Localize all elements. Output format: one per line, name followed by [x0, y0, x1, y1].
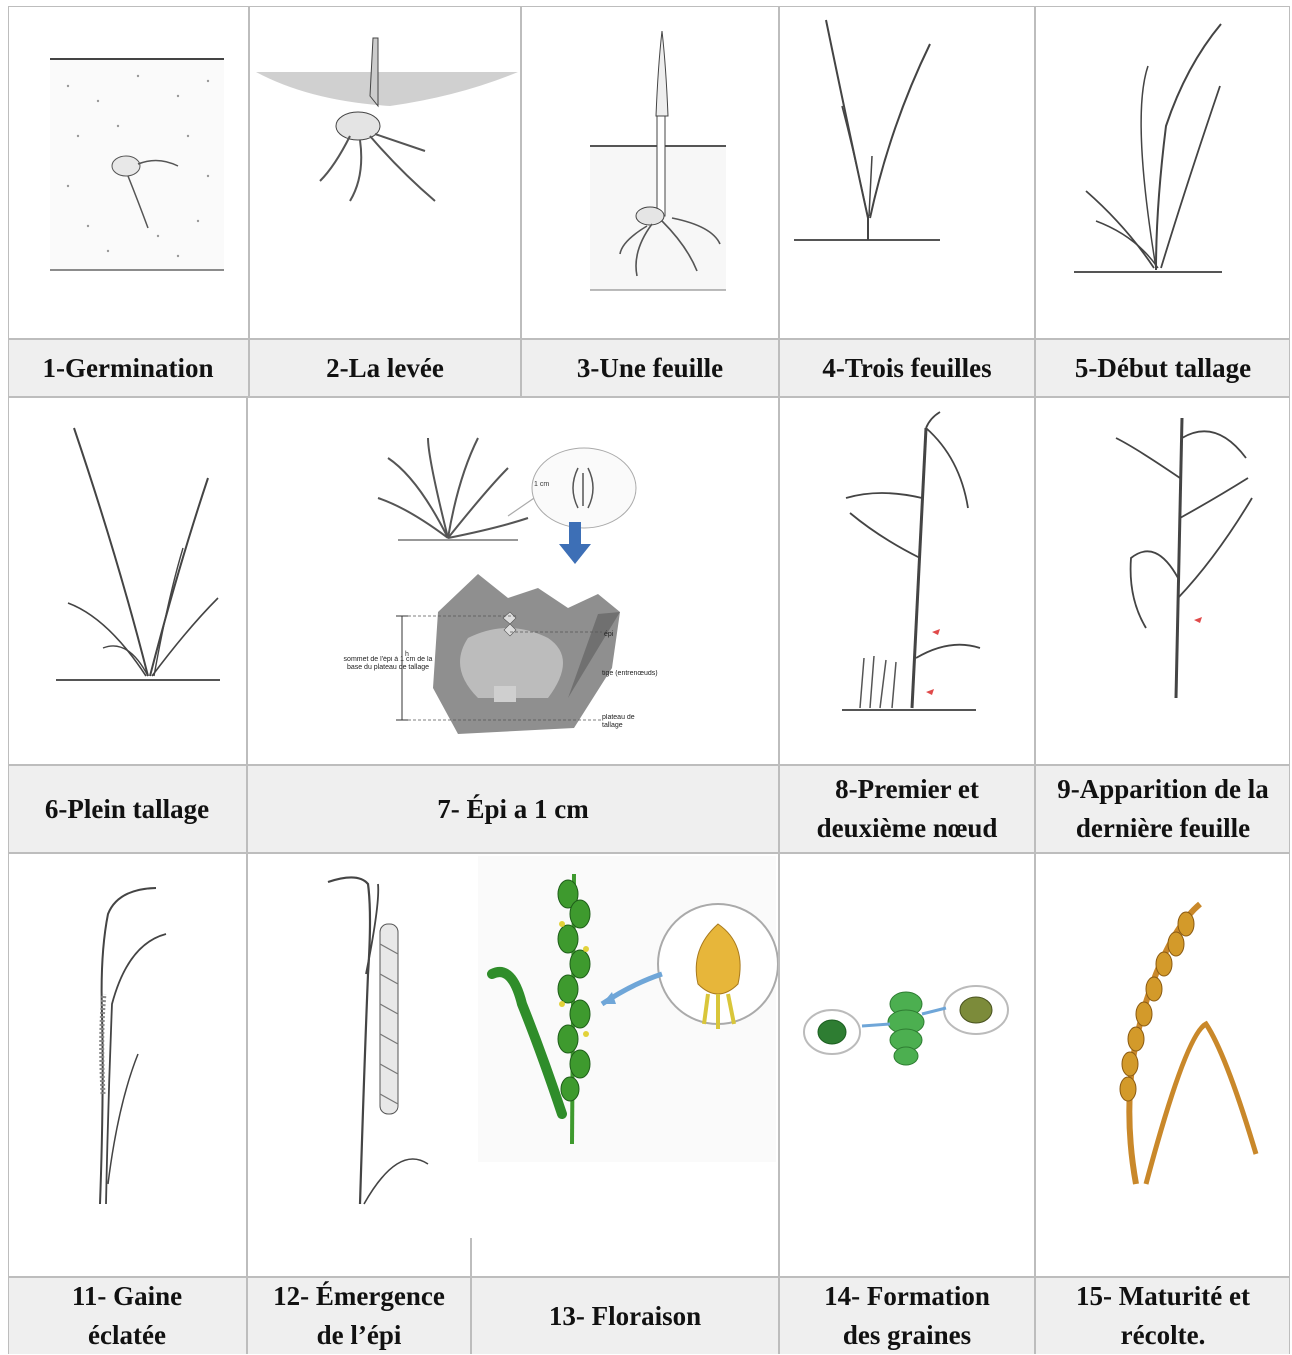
stage-4-illustration — [780, 6, 1034, 338]
stage-15-illustration — [1036, 854, 1290, 1276]
stage-9-label: 9-Apparition de la dernière feuille — [1036, 766, 1290, 852]
stage-6-label: 6-Plein tallage — [8, 766, 246, 852]
one-cm-label: 1 cm — [534, 481, 549, 488]
grid-line — [246, 398, 248, 1354]
grid-line — [520, 6, 522, 398]
grid-line — [248, 6, 250, 398]
grid-line — [8, 6, 9, 1354]
stage-1-illustration — [8, 6, 248, 338]
grid-line — [1289, 6, 1290, 1354]
stage-3-illustration — [522, 6, 778, 338]
tige-caption: tige (entrenœuds) — [602, 670, 658, 678]
plateau-caption: plateau de tallage — [602, 714, 646, 730]
stage-7-diagram: 1 cm h sommet de l'épi à 1 cm de la base… — [248, 398, 778, 764]
stage-1-label: 1-Germination — [8, 340, 248, 396]
stage-11-illustration — [8, 854, 246, 1276]
stage-11-label: 11- Gaine éclatée — [8, 1278, 246, 1354]
stage-5-illustration — [1036, 6, 1290, 338]
stage-12-illustration — [248, 854, 470, 1276]
grid-line — [8, 1276, 1290, 1278]
stage-7-label: 7- Épi a 1 cm — [248, 766, 778, 852]
stage-3-label: 3-Une feuille — [522, 340, 778, 396]
grid-line — [778, 6, 780, 1354]
stage-14-illustration — [780, 854, 1034, 1276]
stage-13-label: 13- Floraison — [472, 1278, 778, 1354]
grid-line — [470, 1238, 472, 1354]
stage-8-illustration — [780, 398, 1034, 764]
grid-line — [8, 764, 1290, 766]
wheat-stages-table: 1-Germination 2-La levée 3-Une feuille 4… — [8, 6, 1290, 1354]
stage-2-illustration — [250, 6, 520, 338]
stage-8-label: 8-Premier et deuxième nœud — [780, 766, 1034, 852]
stage-12-label: 12- Émergence de l’épi — [248, 1278, 470, 1354]
grid-line — [8, 396, 1290, 398]
stage-15-label: 15- Maturité et récolte. — [1036, 1278, 1290, 1354]
epi-caption: épi — [604, 631, 614, 638]
stage-2-label: 2-La levée — [250, 340, 520, 396]
stage-6-illustration — [8, 398, 246, 764]
stage-9-illustration — [1036, 398, 1290, 764]
sommet-caption: sommet de l'épi à 1 cm de la base du pla… — [336, 656, 440, 672]
stage-13-illustration — [472, 854, 778, 1276]
stage-4-label: 4-Trois feuilles — [780, 340, 1034, 396]
grid-line — [8, 852, 1290, 854]
stage-14-label: 14- Formation des graines — [780, 1278, 1034, 1354]
grid-line — [8, 338, 1290, 340]
stage-5-label: 5-Début tallage — [1036, 340, 1290, 396]
grid-line — [8, 6, 1290, 7]
grid-line — [1034, 6, 1036, 1354]
